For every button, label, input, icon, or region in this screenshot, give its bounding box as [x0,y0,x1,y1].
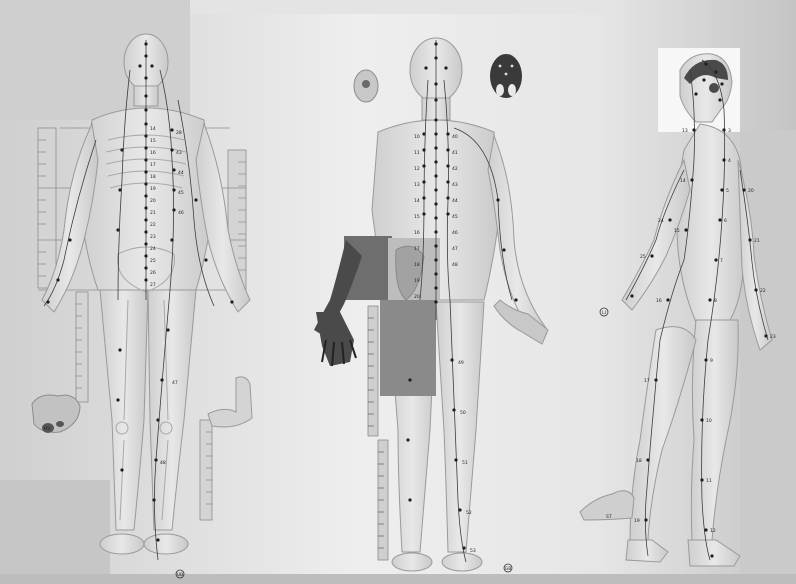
back-label: 19 [414,278,420,284]
ear-label: HV [44,426,51,432]
side-label: 16 [656,298,662,304]
back-label: 41 [452,150,458,156]
back-label: 49 [458,360,464,366]
front-label: 18 [150,174,156,180]
front-label: 27 [150,282,156,288]
side-label: 19 [634,518,640,524]
back-label: 48 [452,262,458,268]
side-label: 8 [714,298,717,304]
back-label: 20 [414,294,420,300]
front-label: 19 [150,186,156,192]
front-label: 26 [150,270,156,276]
side-label: 13 [682,128,688,134]
side-label: 15 [674,228,680,234]
front-label: 28 [176,130,182,136]
side-label: 5 [726,188,729,194]
side-label: 12 [710,528,716,534]
back-label: 13 [414,182,420,188]
back-label: 42 [452,166,458,172]
back-label: 47 [452,246,458,252]
front-label: 14 [150,126,156,132]
front-label: 43 [176,150,182,156]
lower-left-shade [0,480,110,584]
side-label: 25 [640,254,646,260]
front-label: 16 [150,150,156,156]
side-label: 4 [728,158,731,164]
side-label: 21 [754,238,760,244]
side-label: 24 [658,218,664,224]
front-circle-label: UB [177,572,183,578]
front-label: 22 [150,222,156,228]
front-label: 46 [178,210,184,216]
back-label: 43 [452,182,458,188]
back-label: 50 [460,410,466,416]
front-label: 48 [160,460,166,466]
back-label: 44 [452,198,458,204]
side-label: 20 [748,188,754,194]
front-label: 23 [150,234,156,240]
side-label: 22 [760,288,766,294]
back-label: 10 [414,134,420,140]
back-label: 17 [414,246,420,252]
back-label: 51 [462,460,468,466]
front-label: 44 [178,170,184,176]
side-label: 3 [728,128,731,134]
side-label: 6 [724,218,727,224]
side-label: 18 [636,458,642,464]
back-label: 45 [452,214,458,220]
back-label: 16 [414,230,420,236]
back-label: 14 [414,198,420,204]
side-label: 14 [680,178,686,184]
side-label: 23 [770,334,776,340]
back-label: 15 [414,214,420,220]
front-label: 24 [150,246,156,252]
side-label: 10 [706,418,712,424]
side-label: 17 [644,378,650,384]
side-label: 11 [706,478,712,484]
side-panel-backdrop [740,130,796,574]
front-label: 47 [172,380,178,386]
side-circle-label: LI [602,310,606,316]
back-label: 11 [414,150,420,156]
back-label: 46 [452,230,458,236]
front-label: 17 [150,162,156,168]
back-circle-label: GB [505,566,512,572]
ceiling-band [190,0,610,14]
side-label: 9 [710,358,713,364]
back-label: 12 [414,166,420,172]
front-label: 25 [150,258,156,264]
side-label: 7 [720,258,723,264]
back-label: 53 [470,548,476,554]
front-label: 45 [178,190,184,196]
back-label: 18 [414,262,420,268]
front-label: 20 [150,198,156,204]
back-label: 40 [452,134,458,140]
foot-label: ST [606,514,612,520]
front-label: 21 [150,210,156,216]
front-label: 15 [150,138,156,144]
floor-strip [0,574,796,584]
back-label: 52 [466,510,472,516]
